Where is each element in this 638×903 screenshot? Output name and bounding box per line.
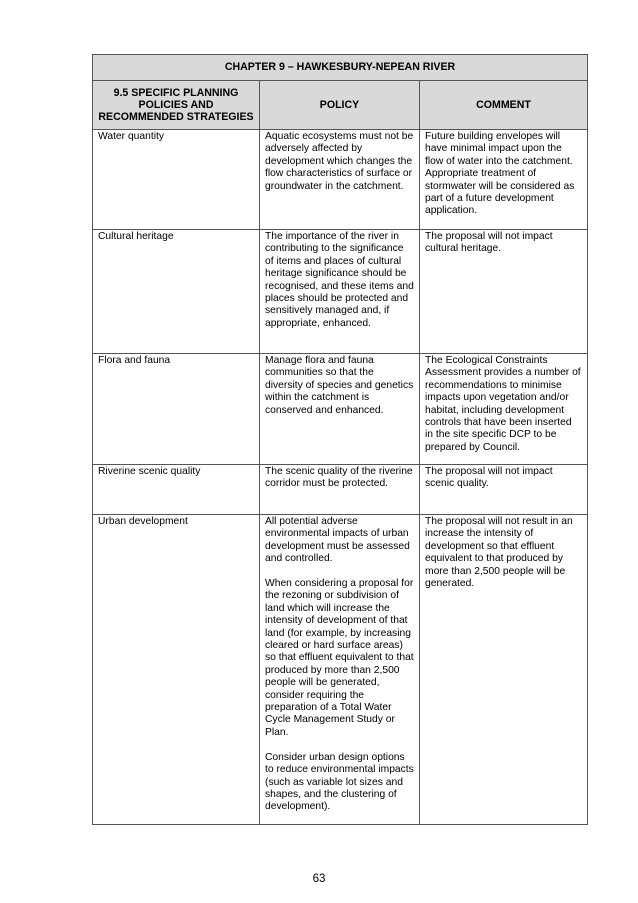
chapter-header-row: CHAPTER 9 – HAWKESBURY-NEPEAN RIVER — [91, 54, 589, 81]
row-policy: All potential adverse environmental impa… — [259, 514, 420, 825]
row-policy: Manage flora and fauna communities so th… — [259, 353, 420, 465]
header-comment: COMMENT — [418, 80, 589, 130]
policy-paragraph: When considering a proposal for the rezo… — [265, 578, 414, 738]
table-row: Riverine scenic quality The scenic quali… — [92, 464, 589, 515]
policy-paragraph: Manage flora and fauna communities so th… — [265, 355, 414, 416]
row-topic: Riverine scenic quality — [92, 464, 260, 515]
policy-paragraph: The importance of the river in contribut… — [265, 231, 414, 329]
table-row: Urban development All potential adverse … — [92, 514, 589, 825]
policy-paragraph: The scenic quality of the riverine corri… — [265, 466, 413, 490]
row-comment: The proposal will not impact cultural he… — [418, 229, 589, 354]
row-policy: The importance of the river in contribut… — [259, 229, 420, 354]
header-strategies: 9.5 SPECIFIC PLANNING POLICIES AND RECOM… — [92, 80, 260, 130]
row-topic: Cultural heritage — [92, 229, 260, 354]
row-topic: Urban development — [92, 514, 260, 825]
policy-paragraph: Aquatic ecosystems must not be adversely… — [265, 131, 414, 192]
header-policy: POLICY — [259, 80, 420, 130]
row-policy: Aquatic ecosystems must not be adversely… — [259, 129, 420, 230]
policy-paragraph: Consider urban design options to reduce … — [265, 751, 414, 813]
row-comment: The proposal will not result in an incre… — [418, 514, 589, 825]
planning-policies-table: CHAPTER 9 – HAWKESBURY-NEPEAN RIVER 9.5 … — [91, 54, 589, 825]
row-policy: The scenic quality of the riverine corri… — [259, 464, 420, 515]
page-number: 63 — [312, 873, 326, 885]
column-header-row: 9.5 SPECIFIC PLANNING POLICIES AND RECOM… — [92, 80, 589, 130]
row-comment: The proposal will not impact scenic qual… — [418, 464, 589, 515]
policy-paragraph: All potential adverse environmental impa… — [265, 516, 410, 565]
row-topic: Flora and fauna — [92, 353, 260, 465]
table-row: Flora and fauna Manage flora and fauna c… — [92, 353, 589, 465]
row-comment: The Ecological Constraints Assessment pr… — [418, 353, 589, 465]
row-comment: Future building envelopes will have mini… — [418, 129, 589, 230]
row-topic: Water quantity — [92, 129, 260, 230]
table-row: Cultural heritage The importance of the … — [92, 229, 589, 354]
chapter-title: CHAPTER 9 – HAWKESBURY-NEPEAN RIVER — [91, 54, 589, 81]
table-row: Water quantity Aquatic ecosystems must n… — [92, 129, 589, 230]
